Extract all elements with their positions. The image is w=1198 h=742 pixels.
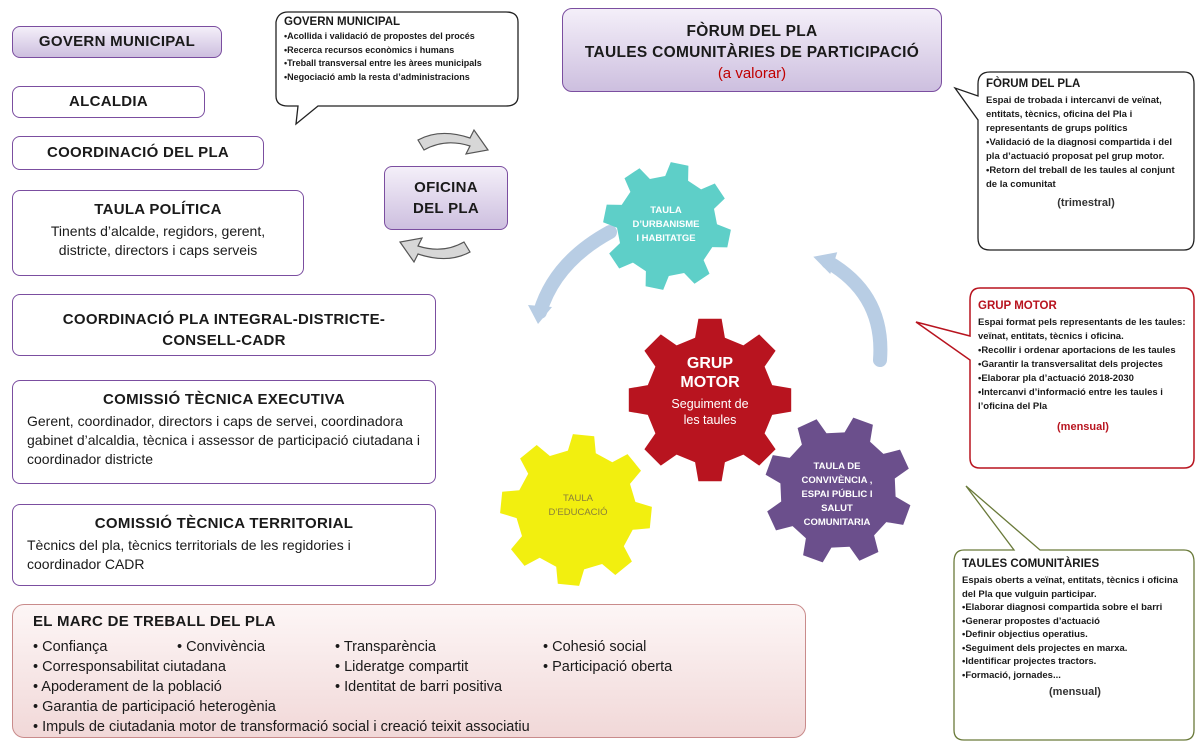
- forum-bubble: FÒRUM DEL PLA Espai de trobada i interca…: [986, 78, 1186, 210]
- marc-item: • Convivència: [177, 639, 266, 655]
- taules-bubble: TAULES COMUNITÀRIES Espais oberts a veïn…: [962, 558, 1188, 699]
- forum-box-line3: (a valorar): [717, 65, 787, 82]
- forum-box-line1: FÒRUM DEL PLA: [686, 23, 818, 40]
- cycle-arrow-bottom-icon: [398, 237, 471, 264]
- taules-bubble-item: •Formació, jornades...: [962, 669, 1061, 681]
- taules-bubble-item: •Identificar projectes tractors.: [962, 656, 1097, 667]
- govern-bubble-item: •Acollida i validació de propostes del p…: [284, 31, 475, 41]
- gear-educacio-icon: [500, 434, 652, 586]
- marc-box: EL MARC DE TREBALL DEL PLA • Confiança •…: [12, 604, 806, 738]
- marc-item: • Transparència: [335, 639, 436, 655]
- flow-arrow-left-icon: [533, 225, 617, 319]
- grup-bubble-freq: (mensual): [1057, 421, 1109, 433]
- gear-grup-icon: [628, 318, 792, 482]
- taula-politica-box: TAULA POLÍTICA Tinents d’alcalde, regido…: [12, 190, 304, 276]
- taules-bubble-title: TAULES COMUNITÀRIES: [962, 558, 1100, 570]
- coord-integral-box: COORDINACIÓ PLA INTEGRAL-DISTRICTE-CONSE…: [12, 294, 436, 356]
- taula-politica-title: TAULA POLÍTICA: [94, 201, 222, 218]
- cte-box: COMISSIÓ TÈCNICA EXECUTIVA Gerent, coord…: [12, 380, 436, 484]
- forum-bubble-item: Espai de trobada i intercanvi de veïnat,…: [986, 95, 1162, 134]
- taules-bubble-item: •Elaborar diagnosi compartida sobre el b…: [962, 602, 1163, 613]
- grup-bubble-title: GRUP MOTOR: [978, 300, 1057, 312]
- govern-municipal-box: GOVERN MUNICIPAL: [12, 26, 222, 58]
- taules-bubble-shape: [953, 485, 1195, 741]
- marc-item: • Corresponsabilitat ciutadana: [33, 659, 226, 675]
- grup-bubble-shape: [915, 287, 1195, 469]
- taules-bubble-item: •Seguiment dels projectes en marxa.: [962, 642, 1128, 654]
- marc-item: • Apoderament de la població: [33, 679, 222, 695]
- ctt-title: COMISSIÓ TÈCNICA TERRITORIAL: [94, 515, 354, 532]
- grup-bubble-item: •Garantir la transversalitat dels projec…: [978, 359, 1163, 370]
- flow-arrow-right-icon: [821, 255, 888, 367]
- taules-bubble-freq: (mensual): [1049, 686, 1101, 698]
- oficina-line2: DEL PLA: [413, 200, 479, 217]
- grup-bubble-item: •Intercanvi d’informació entre les taule…: [978, 387, 1163, 412]
- taula-politica-body: Tinents d’alcalde, regidors, gerent, dis…: [50, 223, 266, 258]
- govern-bubble-shape: [275, 11, 519, 126]
- forum-box-line2: TAULES COMUNITÀRIES DE PARTICIPACIÓ: [584, 44, 920, 61]
- marc-item: • Lideratge compartit: [335, 659, 469, 675]
- marc-item: • Cohesió social: [543, 639, 647, 655]
- marc-item: • Impuls de ciutadania motor de transfor…: [33, 719, 530, 735]
- grup-bubble-item: •Elaborar pla d’actuació 2018-2030: [978, 373, 1134, 384]
- forum-bubble-freq: (trimestral): [1057, 197, 1115, 209]
- coordinacio-box: COORDINACIÓ DEL PLA: [12, 136, 264, 170]
- forum-box: FÒRUM DEL PLA TAULES COMUNITÀRIES DE PAR…: [562, 8, 942, 92]
- cte-body: Gerent, coordinador, directors i caps de…: [27, 413, 421, 467]
- govern-bubble-item: •Negociació amb la resta d’administracio…: [284, 71, 470, 82]
- taules-bubble-item: •Generar propostes d’actuació: [962, 615, 1100, 627]
- grup-bubble: GRUP MOTOR Espai format pels representan…: [978, 300, 1188, 434]
- forum-bubble-title: FÒRUM DEL PLA: [986, 78, 1081, 90]
- govern-bubble-item: •Recerca recursos econòmics i humans: [284, 44, 455, 55]
- alcaldia-box: ALCALDIA: [12, 86, 205, 118]
- grup-bubble-item: •Recollir i ordenar aportacions de les t…: [978, 345, 1176, 356]
- ctt-box: COMISSIÓ TÈCNICA TERRITORIAL Tècnics del…: [12, 504, 436, 586]
- govern-bubble: GOVERN MUNICIPAL •Acollida i validació d…: [284, 16, 516, 84]
- oficina-box: OFICINA DEL PLA: [384, 166, 508, 230]
- taules-bubble-item: Espais oberts a veïnat, entitats, tècnic…: [962, 575, 1178, 600]
- forum-bubble-item: •Validació de la diagnosi compartida i d…: [986, 137, 1172, 162]
- ctt-body: Tècnics del pla, tècnics territorials de…: [27, 537, 351, 572]
- govern-bubble-title: GOVERN MUNICIPAL: [284, 16, 401, 28]
- marc-title: EL MARC DE TREBALL DEL PLA: [33, 613, 276, 630]
- govern-bubble-item: •Treball transversal entre les àrees mun…: [284, 58, 482, 68]
- grup-bubble-item: Espai format pels representants de les t…: [978, 317, 1186, 342]
- cte-title: COMISSIÓ TÈCNICA EXECUTIVA: [103, 391, 345, 408]
- marc-item: • Garantia de participació heterogènia: [33, 699, 276, 715]
- gear-urbanisme-icon: [603, 162, 731, 290]
- gear-convivencia-icon: [765, 417, 911, 563]
- gear-grup-label: GRUP MOTOR Seguiment de les taules: [671, 355, 749, 427]
- forum-bubble-item: •Retorn del treball de les taules al con…: [986, 165, 1175, 190]
- forum-bubble-shape: [953, 71, 1195, 251]
- oficina-line1: OFICINA: [414, 179, 478, 196]
- marc-item: • Confiança: [33, 639, 108, 655]
- cycle-arrow-top-icon: [417, 128, 490, 155]
- marc-item: • Identitat de barri positiva: [335, 679, 503, 695]
- marc-item: • Participació oberta: [543, 659, 673, 675]
- taules-bubble-item: •Definir objectius operatius.: [962, 629, 1088, 640]
